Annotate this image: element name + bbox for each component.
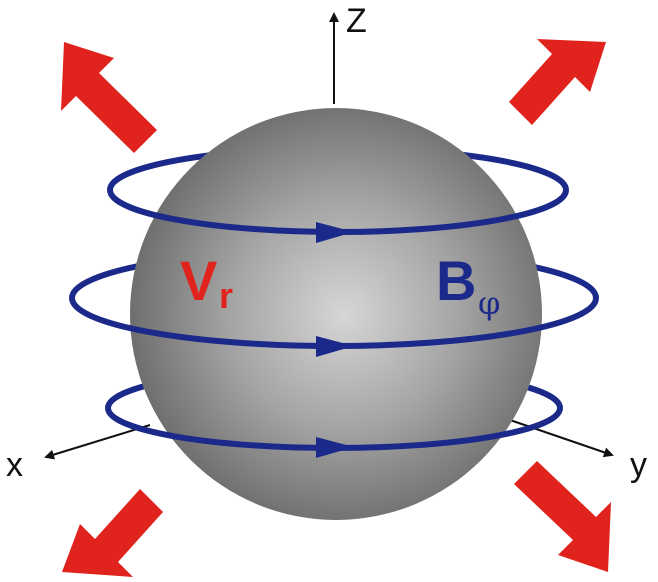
x-axis	[44, 424, 151, 460]
outflow-arrow-lower-right	[514, 461, 611, 572]
field-label-main: B	[436, 249, 476, 312]
velocity-label-main: V	[180, 249, 217, 312]
outflow-arrows	[61, 39, 611, 577]
velocity-label: V r	[180, 249, 233, 316]
outflow-arrow-lower-left	[62, 489, 163, 577]
field-arrow-bottom	[316, 437, 354, 458]
z-axis-label: Z	[346, 2, 367, 40]
sphere	[130, 108, 542, 520]
outflow-arrow-upper-right	[509, 39, 606, 125]
field-label: B φ	[436, 249, 500, 322]
y-axis	[509, 419, 614, 458]
field-arrow-middle	[316, 336, 354, 357]
field-label-subscript: φ	[478, 284, 500, 322]
field-arrow-top	[316, 222, 354, 243]
y-axis-label: y	[630, 446, 647, 484]
outflow-arrow-upper-left	[61, 42, 157, 153]
field-direction-arrows	[316, 222, 354, 458]
x-axis-label: x	[6, 446, 23, 484]
velocity-label-subscript: r	[219, 275, 233, 316]
